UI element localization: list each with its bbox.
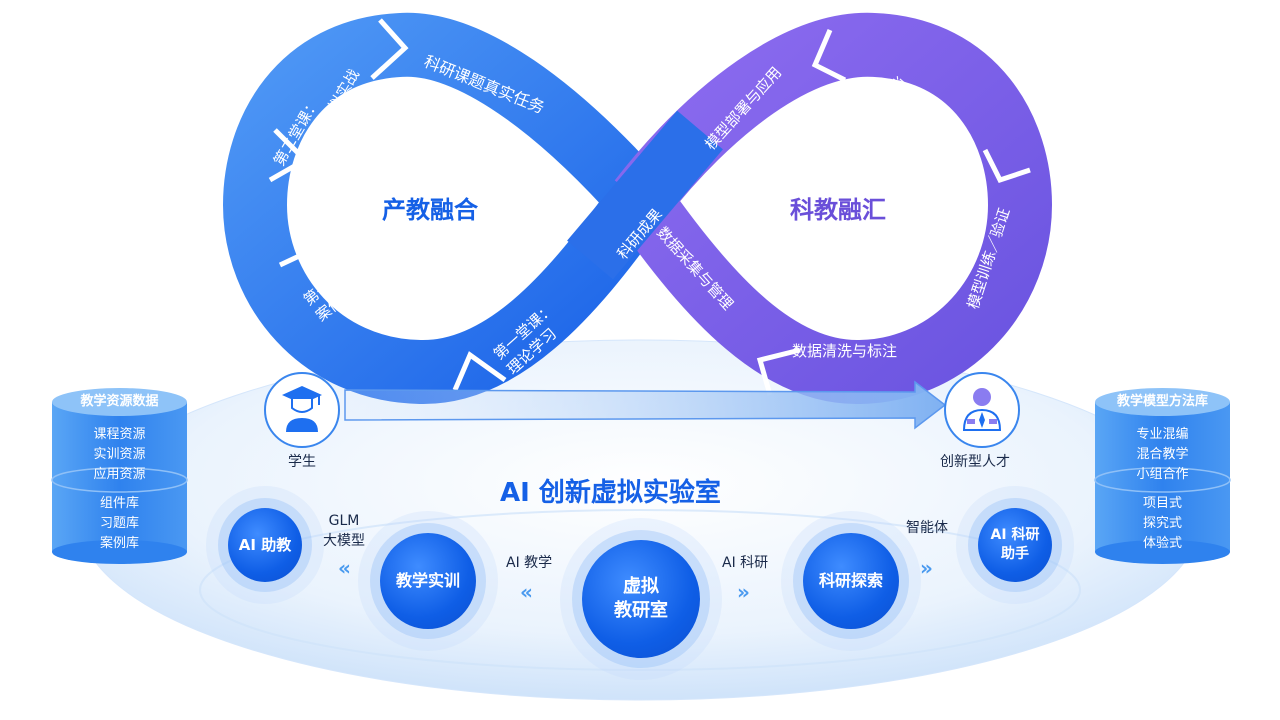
right-db-title: 教学模型方法库 [1116,394,1208,409]
left-db-item: 应用资源 [93,467,146,482]
right-db-group1: 专业混编 混合教学 小组合作 [1095,425,1230,485]
left-db-item: 课程资源 [93,427,146,442]
right-db-item: 小组合作 [1136,467,1189,482]
right-db-group2: 项目式 探究式 体验式 [1095,494,1230,554]
chevron-left-icon: « [338,556,351,580]
node-virtual-teaching-lab[interactable]: 虚拟 教研室 [582,540,700,658]
right-loop-title: 科教融汇 [790,196,886,224]
chevron-left-icon: « [520,580,533,604]
right-database-cylinder [1094,388,1231,564]
left-loop-title: 产教融合 [382,196,478,224]
node-research-explore[interactable]: 科研探索 [803,533,899,629]
connector-ai-research: AI 科研 [722,555,769,571]
right-db-item: 项目式 [1142,496,1182,511]
right-db-item: 专业混编 [1136,427,1189,442]
left-db-item: 习题库 [99,516,139,531]
talent-icon [958,382,1006,434]
arrow-label-data-clean: 数据清洗与标注 [792,342,898,360]
connector-agent: 智能体 [906,520,948,536]
right-db-item: 混合教学 [1136,447,1189,462]
purple-loop-band [613,12,1053,404]
right-db-item: 体验式 [1142,536,1182,551]
connector-ai-teaching: AI 教学 [506,555,553,571]
node-teaching-practice[interactable]: 教学实训 [380,533,476,629]
loop-separators [268,18,1031,396]
student-label: 学生 [288,454,316,470]
chevron-right-icon: » [920,556,933,580]
left-db-item: 实训资源 [93,447,146,462]
lab-title: AI 创新虚拟实验室 [500,478,721,508]
talent-label: 创新型人才 [940,454,1010,470]
crossing-band [567,110,723,280]
left-db-group1: 课程资源 实训资源 应用资源 [52,425,187,485]
node-ai-teaching-assistant[interactable]: AI 助教 [228,508,302,582]
student-icon [278,382,326,434]
right-db-item: 探究式 [1142,516,1182,531]
flow-arrow [344,380,947,430]
left-database-cylinder [51,388,188,564]
platform-base-ring [199,509,1081,671]
connector-glm-model: GLM 大模型 [323,513,365,549]
chevron-right-icon: » [737,580,750,604]
blue-loop-band [222,12,667,404]
node-ai-research-assistant[interactable]: AI 科研 助手 [978,508,1052,582]
left-db-group2: 组件库 习题库 案例库 [52,494,187,554]
left-db-item: 案例库 [99,536,139,551]
left-db-title: 教学资源数据 [80,394,159,409]
left-db-item: 组件库 [99,496,139,511]
